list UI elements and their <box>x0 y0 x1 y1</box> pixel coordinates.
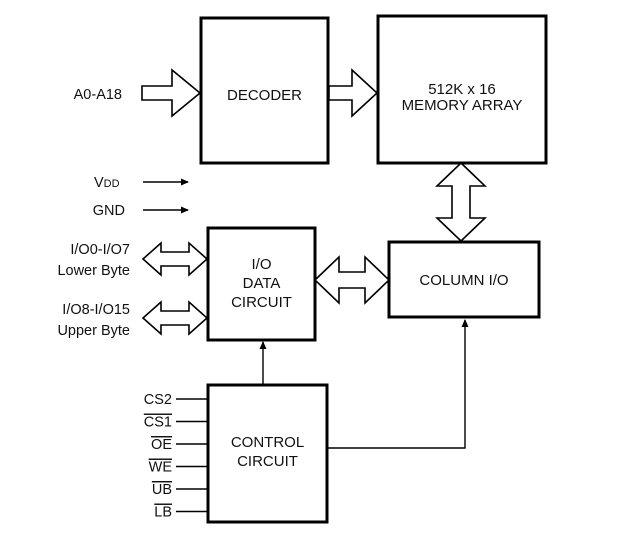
control-input-label: UB <box>152 482 172 498</box>
control-input-label: LB <box>154 505 172 521</box>
control-to-column-io-arrow <box>327 319 469 449</box>
upper-byte-bus-arrow <box>141 300 209 336</box>
memory-array-size-label: 512K x 16 <box>428 81 496 98</box>
io-column-io-bus-arrow <box>313 255 391 305</box>
io-data-circuit-label-1: I/O <box>251 256 271 273</box>
io-data-circuit-label-2: DATA <box>243 275 281 292</box>
array-column-io-bus-arrow <box>435 161 487 243</box>
lower-byte-label: Lower Byte <box>57 263 130 279</box>
vdd-label-sub: DD <box>104 178 120 190</box>
address-label: A0-A18 <box>74 87 122 103</box>
control-input-label: WE <box>149 460 173 476</box>
io-data-circuit-label-3: CIRCUIT <box>231 294 292 311</box>
vdd-label-main: V <box>94 175 104 191</box>
decoder-block: DECODER <box>199 16 330 165</box>
upper-byte-label: Upper Byte <box>57 323 130 339</box>
lower-byte-pins-label: I/O0-I/O7 <box>70 242 130 258</box>
io-data-circuit-block: I/O DATA CIRCUIT <box>206 226 317 342</box>
control-input-label: OE <box>151 437 172 453</box>
control-input-label: CS2 <box>144 392 172 408</box>
address-bus-arrow <box>141 68 202 118</box>
decoder-to-array-bus-arrow <box>328 68 379 118</box>
control-circuit-label-1: CONTROL <box>231 434 304 451</box>
memory-array-label: MEMORY ARRAY <box>402 97 523 114</box>
upper-byte-pins-label: I/O8-I/O15 <box>62 302 130 318</box>
column-io-label: COLUMN I/O <box>419 272 508 289</box>
lower-byte-bus-arrow <box>141 241 209 277</box>
vdd-label: VDD <box>94 175 120 191</box>
gnd-label: GND <box>93 203 125 219</box>
control-circuit-label-2: CIRCUIT <box>237 453 298 470</box>
decoder-label: DECODER <box>227 87 302 104</box>
column-io-block: COLUMN I/O <box>387 240 541 319</box>
control-circuit-block: CONTROL CIRCUIT <box>206 383 329 524</box>
control-input-label: CS1 <box>144 415 172 431</box>
memory-array-block: 512K x 16 MEMORY ARRAY <box>376 14 548 165</box>
